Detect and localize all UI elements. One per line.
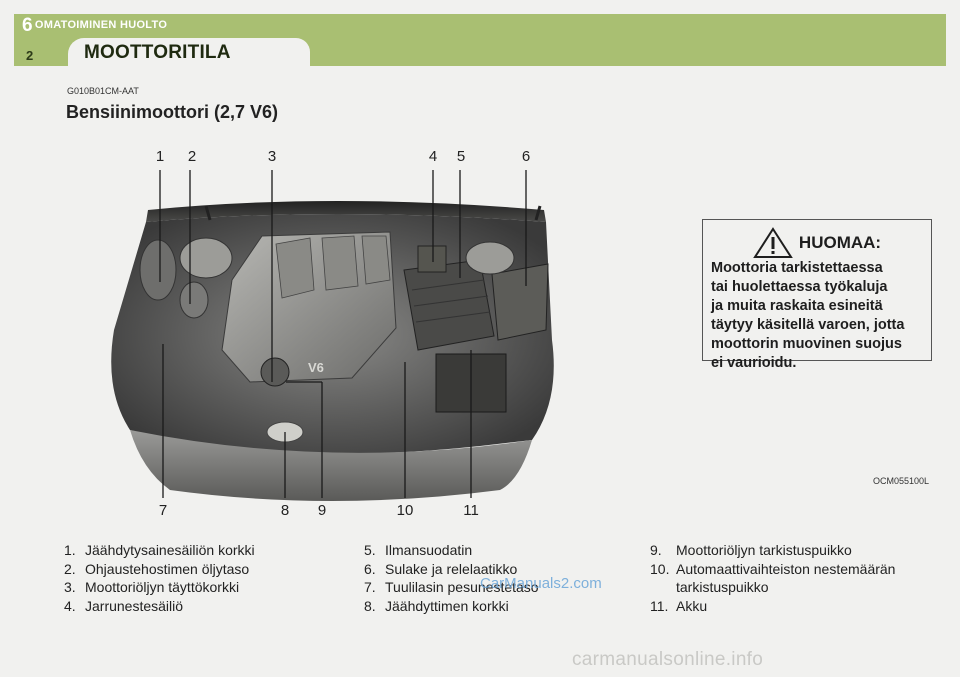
page-subtitle: Bensiinimoottori (2,7 V6) [66, 102, 279, 122]
coolant-reservoir [139, 239, 177, 301]
callout-7: 7 [158, 502, 168, 519]
callout-4: 4 [428, 148, 438, 165]
notice-box: HUOMAA: Moottoria tarkistettaessa tai hu… [702, 219, 932, 371]
engine-badge: V6 [308, 360, 324, 375]
legend-item: 4.Jarrunestesäiliö [64, 597, 184, 614]
doc-code: G010B01CM-AAT [67, 86, 139, 96]
callout-6: 6 [521, 148, 531, 165]
notice-line: moottorin muovinen suojus [711, 336, 902, 352]
legend-item: 5.Ilmansuodatin [364, 542, 473, 558]
radiator-cap [266, 421, 304, 443]
legend-item: 6.Sulake ja relelaatikko [364, 560, 518, 577]
legend-column-1: 1.Jäähdytysainesäiliön korkki 2.Ohjauste… [64, 541, 255, 615]
watermark-carmanuals: CarManuals2.com [480, 575, 602, 592]
notice-line: Moottoria tarkistettaessa [711, 260, 883, 276]
legend-item: 10.Automaattivaihteiston nestemäärän [650, 560, 896, 577]
notice-header: HUOMAA: [711, 226, 923, 260]
page-number: 2 [26, 48, 34, 63]
chapter-label: 6 OMATOIMINEN HUOLTO [22, 14, 167, 36]
section-title: MOOTTORITILA [84, 42, 231, 63]
fuse-relay-box [491, 263, 549, 341]
legend-item: tarkistuspuikko [676, 579, 769, 595]
chapter-title: OMATOIMINEN HUOLTO [34, 19, 168, 31]
notice-line: ja muita raskaita esineitä [711, 298, 883, 314]
power-steering-reservoir [179, 281, 209, 319]
legend-item: 8.Jäähdyttimen korkki [364, 597, 509, 614]
callout-9: 9 [317, 502, 327, 519]
legend-column-3: 9.Moottoriöljyn tarkistuspuikko 10.Autom… [650, 541, 895, 615]
notice-body: Moottoria tarkistettaessa tai huolettaes… [711, 259, 923, 373]
figure-code: OCM055100L [873, 476, 930, 486]
engine-bay-figure: V6 [100, 140, 570, 530]
callout-1: 1 [155, 148, 165, 165]
engine-bay-illustration: V6 [111, 201, 554, 501]
legend-item: 11.Akku [650, 597, 708, 614]
legend-item: 3.Moottoriöljyn täyttökorkki [64, 579, 240, 595]
notice-line: tai huolettaessa työkaluja [711, 279, 888, 295]
strut-tower-right [465, 241, 515, 275]
legend-column-2: 5.Ilmansuodatin 6.Sulake ja relelaatikko… [364, 541, 539, 615]
front-bumper [130, 430, 532, 501]
hood-edge [146, 201, 546, 222]
brake-fluid-reservoir [417, 245, 447, 273]
callout-11: 11 [463, 502, 479, 519]
watermark-site: carmanualsonline.info [572, 649, 764, 670]
strut-tower-left [179, 237, 233, 279]
oil-filler-cap [260, 357, 290, 387]
callout-10: 10 [396, 502, 414, 519]
air-filter-box [403, 259, 495, 351]
section-tab [68, 38, 310, 68]
callout-8: 8 [280, 502, 290, 519]
notice-line: ei vaurioidu. [711, 355, 797, 371]
legend-item: 7.Tuulilasin pesunestetaso [364, 579, 539, 595]
legend-item: 9.Moottoriöljyn tarkistuspuikko [650, 542, 852, 558]
chapter-number: 6 [22, 14, 33, 36]
warning-triangle-icon [753, 227, 793, 258]
callout-2: 2 [187, 148, 197, 165]
notice-line: täytyy käsitellä varoen, jotta [711, 317, 905, 333]
legend-item: 2.Ohjaustehostimen öljytaso [64, 560, 250, 577]
callout-5: 5 [456, 148, 466, 165]
callout-3: 3 [267, 148, 277, 165]
notice-title: HUOMAA: [798, 233, 882, 252]
battery [435, 353, 507, 413]
legend-item: 1.Jäähdytysainesäiliön korkki [64, 542, 255, 558]
